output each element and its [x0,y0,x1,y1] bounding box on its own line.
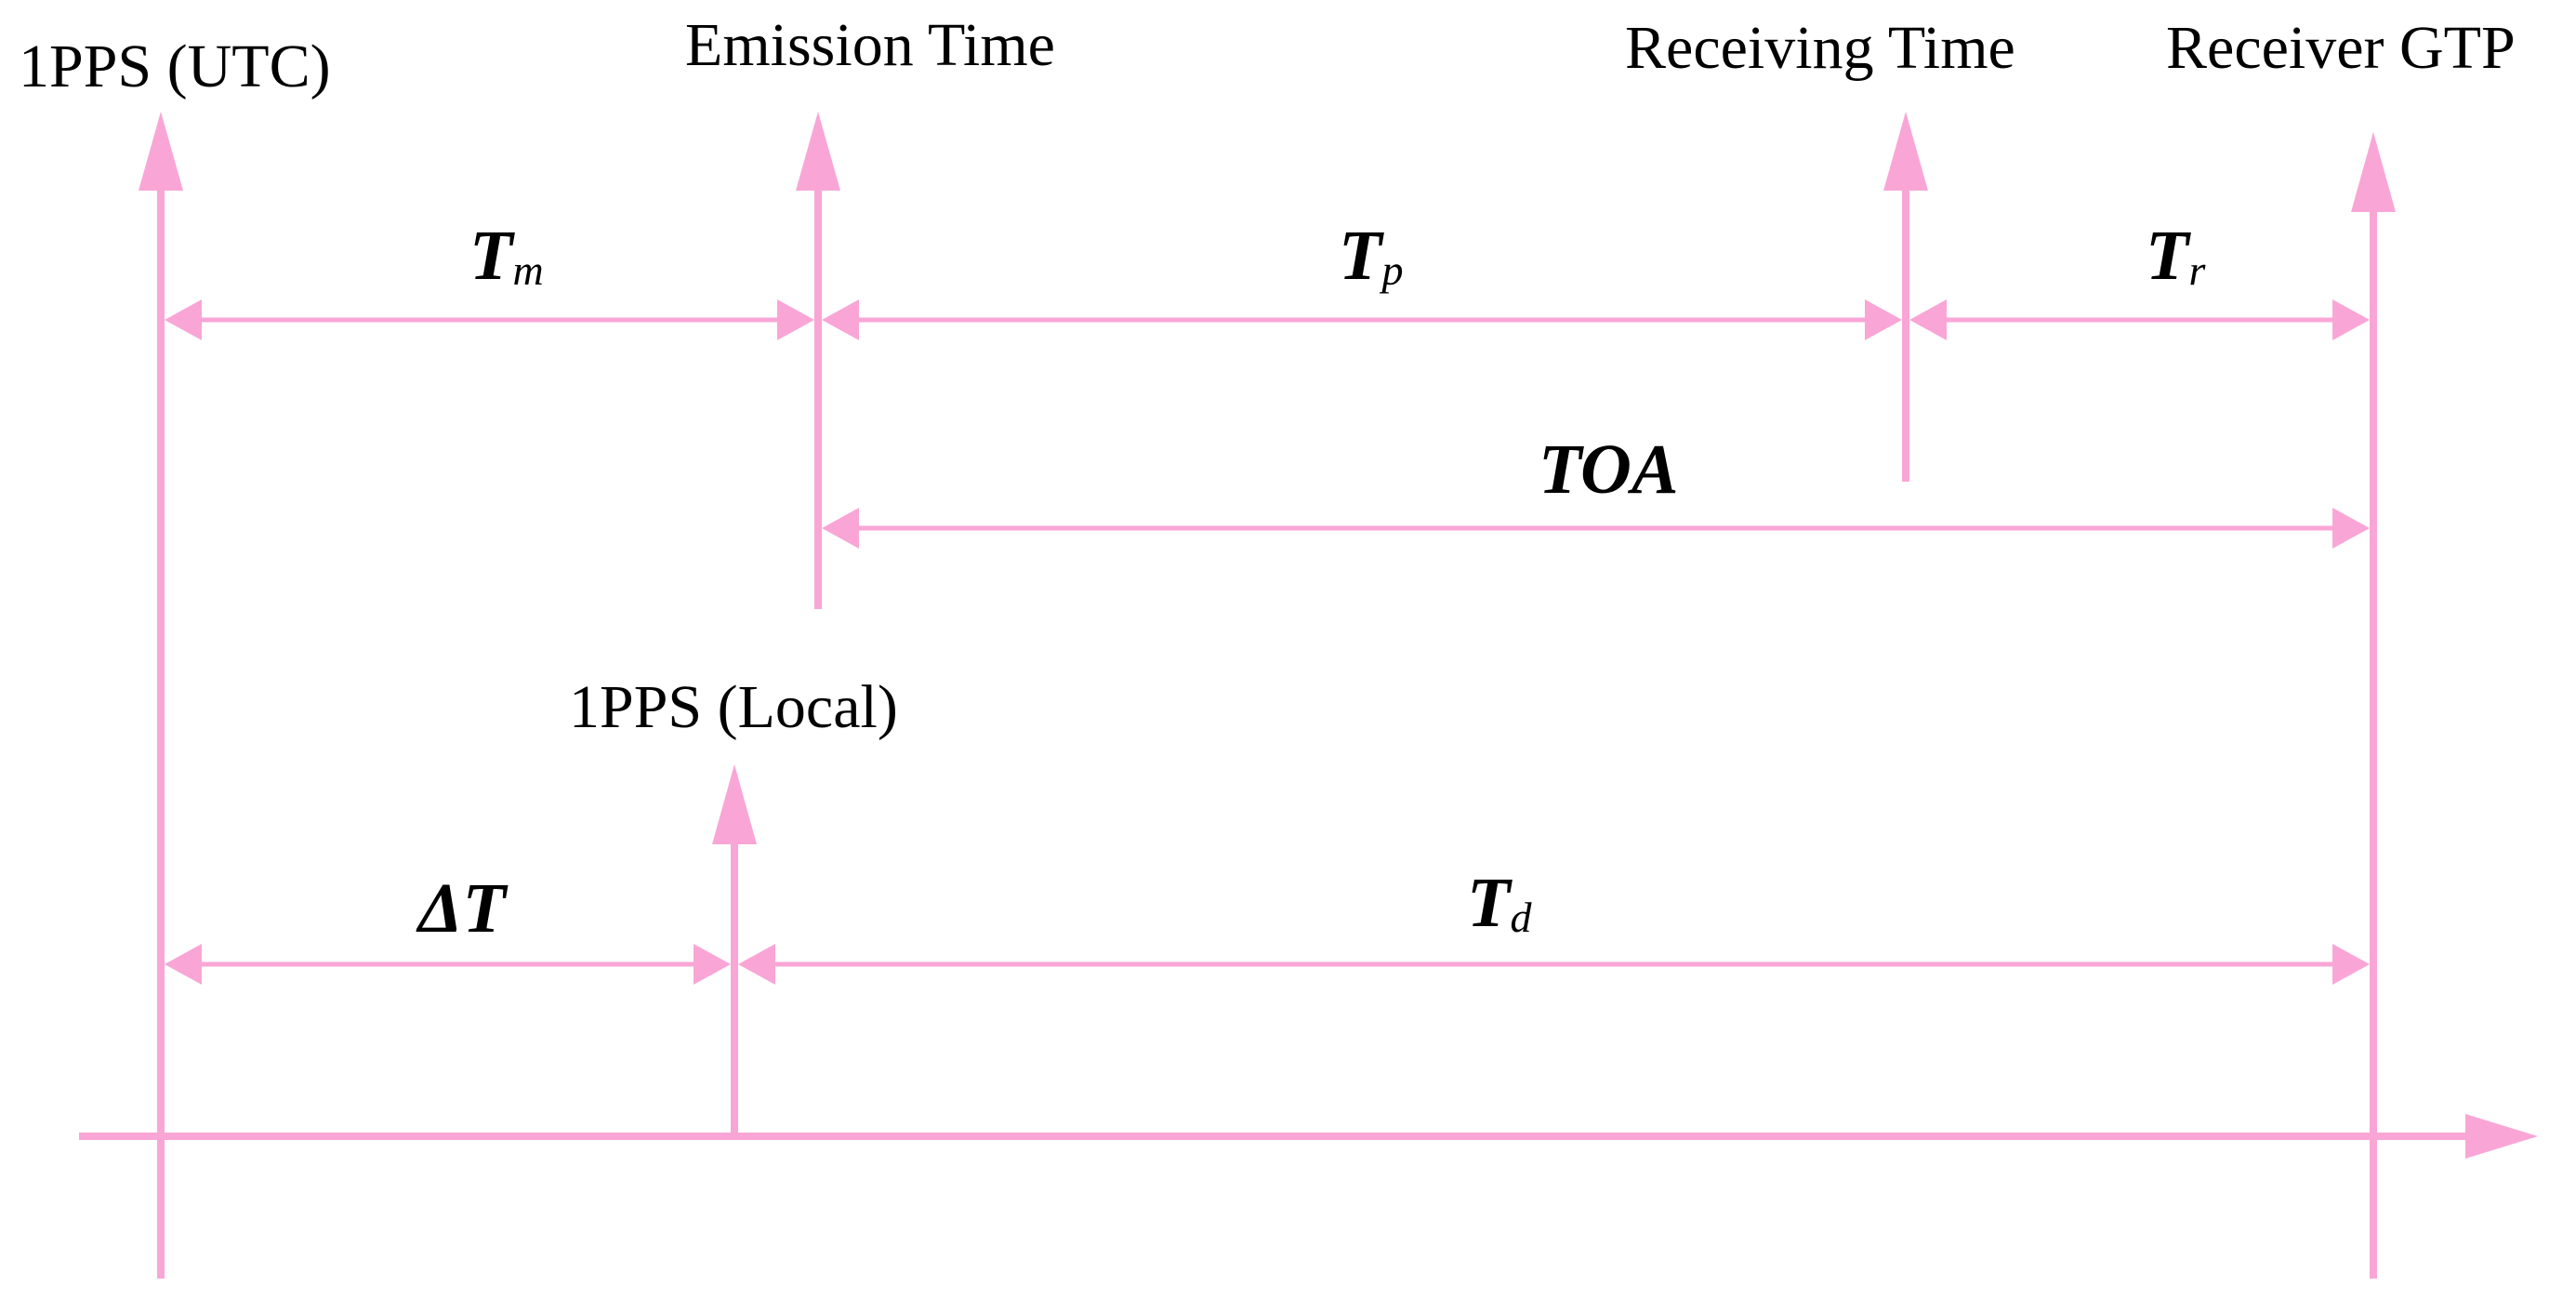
pps-local-label: 1PPS (Local) [569,673,898,741]
pps-utc-label: 1PPS (UTC) [19,33,331,100]
tp-dimension [822,299,1902,340]
tr-dimension [1909,299,2370,340]
receiver-gtp-label: Receiver GTP [2166,14,2516,82]
pps-local-arrowhead [712,764,757,844]
pps-utc-arrowhead [139,112,183,191]
receiver-gtp-arrowhead [2351,132,2396,212]
tr-label: Tr [2146,217,2206,295]
tm-dimension [165,299,814,340]
toa-label: TOA [1539,431,1679,509]
emission-time-label: Emission Time [685,11,1055,79]
receiving-time-label: Receiving Time [1625,14,2015,82]
toa-dimension [822,508,2370,549]
time-axis-arrowhead [2465,1114,2538,1159]
tm-label: Tm [469,217,544,295]
lines-group [79,112,2538,1279]
tp-label: Tp [1339,217,1403,295]
td-dimension [738,944,2370,985]
receiving-arrowhead [1883,112,1928,191]
delta-t-dimension [165,944,731,985]
emission-arrowhead [796,112,840,191]
td-label: Td [1467,864,1532,942]
delta-t-label: ΔT [416,869,509,948]
